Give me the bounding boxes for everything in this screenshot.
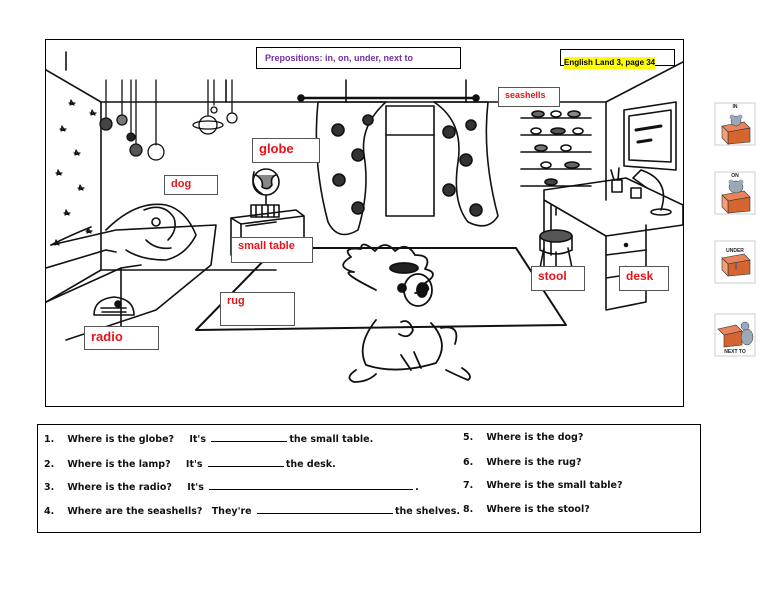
book-reference: English Land 3, page 34 (560, 49, 675, 69)
card-under: UNDER (714, 240, 756, 284)
question-text: Where is the globe? (67, 434, 175, 445)
answer-prefix: It's (185, 459, 203, 470)
desk-drawing (543, 167, 683, 311)
book-reference-text: English Land 3, page 34 (564, 57, 656, 69)
rug-drawing (195, 247, 567, 331)
question-8: 8. Where is the stool? (463, 504, 590, 515)
question-3: 3. Where is the radio? It's . (44, 480, 419, 493)
label-radio: radio (84, 326, 159, 350)
card-on-caption: ON (731, 173, 739, 179)
question-2: 2. Where is the lamp? It's the desk. (44, 457, 336, 470)
question-text: Where are the seashells? (67, 506, 203, 517)
question-number: 5. (463, 432, 474, 443)
bed-drawing (46, 203, 217, 341)
answer-suffix: the small table. (289, 434, 374, 445)
answer-blank[interactable] (207, 457, 284, 467)
question-number: 2. (44, 459, 55, 470)
label-small-table: small table (231, 237, 313, 263)
question-6: 6. Where is the rug? (463, 457, 581, 468)
answer-prefix: It's (189, 434, 206, 445)
label-stool: stool (531, 266, 585, 291)
question-text: Where is the dog? (486, 432, 584, 443)
window-curtains (297, 94, 499, 236)
question-text: Where is the rug? (486, 457, 582, 468)
answer-prefix: They're (211, 506, 252, 517)
label-desk: desk (619, 266, 669, 291)
card-in: IN (714, 102, 756, 146)
card-next-to-caption: NEXT TO (724, 349, 746, 355)
question-text: Where is the stool? (486, 504, 590, 515)
mouse-next-to-box-icon (714, 313, 756, 357)
question-5: 5. Where is the dog? (463, 432, 583, 443)
question-number: 6. (463, 457, 474, 468)
label-globe: globe (252, 138, 320, 163)
answer-suffix: the desk. (285, 459, 336, 470)
question-7: 7. Where is the small table? (463, 480, 622, 491)
question-1: 1. Where is the globe? It's the small ta… (44, 432, 373, 445)
answer-suffix: . (415, 482, 419, 493)
question-number: 8. (463, 504, 474, 515)
answer-prefix: It's (187, 482, 204, 493)
answer-blank[interactable] (209, 480, 414, 490)
label-dog: dog (164, 175, 218, 195)
answer-suffix: the shelves. (394, 506, 461, 517)
card-under-caption: UNDER (726, 248, 744, 254)
answer-blank[interactable] (211, 432, 288, 442)
question-text: Where is the small table? (486, 480, 623, 491)
question-number: 4. (44, 506, 55, 517)
question-number: 1. (44, 434, 55, 445)
wall-board (623, 101, 677, 171)
shelves (520, 110, 592, 187)
worksheet-title: Prepositions: in, on, under, next to (256, 47, 461, 69)
card-next-to: NEXT TO (714, 313, 756, 357)
question-number: 3. (44, 482, 55, 493)
question-number: 7. (463, 480, 474, 491)
label-seashells: seashells (498, 87, 560, 107)
planet-mobile (99, 79, 238, 161)
star-decals (53, 99, 97, 246)
room-illustration: Prepositions: in, on, under, next to Eng… (45, 39, 684, 407)
room-drawing (46, 51, 683, 383)
mouse-on-box-icon (714, 171, 756, 215)
question-text: Where is the radio? (67, 482, 172, 493)
question-text: Where is the lamp? (67, 459, 171, 470)
radio-drawing (93, 296, 135, 316)
questions-panel: 1. Where is the globe? It's the small ta… (37, 424, 701, 533)
answer-blank[interactable] (256, 504, 393, 514)
mascot-character (342, 243, 471, 383)
label-rug: rug (220, 292, 295, 326)
question-4: 4. Where are the seashells? They're the … (44, 504, 460, 517)
card-on: ON (714, 171, 756, 215)
card-in-caption: IN (732, 104, 738, 110)
mouse-under-box-icon (714, 240, 756, 284)
stool-drawing (539, 229, 573, 271)
mouse-in-box-icon (714, 102, 756, 146)
